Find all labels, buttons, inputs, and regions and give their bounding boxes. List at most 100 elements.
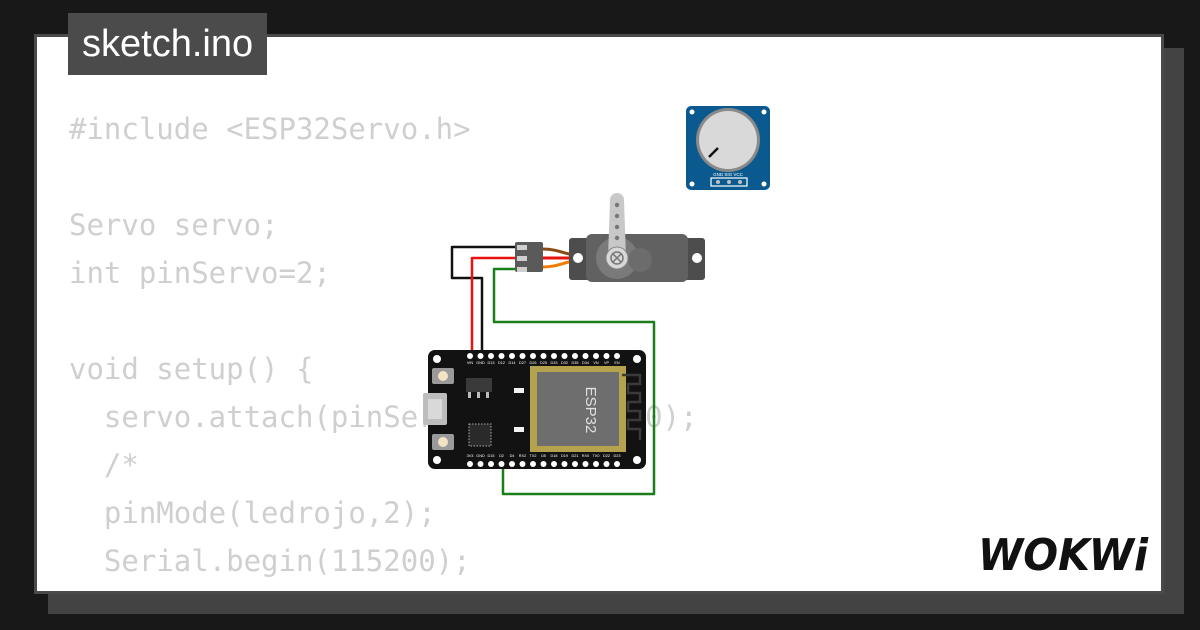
regulator-lead xyxy=(486,392,489,398)
file-tab[interactable]: sketch.ino xyxy=(68,13,268,75)
top-pin-d27[interactable] xyxy=(519,353,526,359)
esp32-mount-hole xyxy=(433,456,441,464)
pot-pin-label: GND SIG VCC xyxy=(713,172,744,177)
bottom-pin-rx2[interactable] xyxy=(519,461,526,467)
top-pin-label: D26 xyxy=(530,361,537,365)
pot-pin xyxy=(727,180,731,184)
esp32-antenna xyxy=(622,373,642,440)
code-line: Serial.begin(115200); xyxy=(69,544,471,578)
top-pin-vp[interactable] xyxy=(603,353,610,359)
wire-red[interactable] xyxy=(470,256,518,352)
bottom-pin-label: D23 xyxy=(614,454,621,458)
bottom-pin-d19[interactable] xyxy=(561,461,568,467)
top-pin-d14[interactable] xyxy=(509,353,515,359)
servo-screw-slot xyxy=(612,253,622,263)
pot-board-hole xyxy=(761,109,767,115)
bottom-pin-tx2[interactable] xyxy=(530,461,536,467)
preview-card: #include <ESP32Servo.h>Servo servo;int p… xyxy=(34,34,1164,594)
code-line: Servo servo; xyxy=(69,208,279,242)
top-pin-d33[interactable] xyxy=(551,353,557,359)
top-pin-label: D14 xyxy=(509,361,516,365)
wokwi-logo-text: WOKWi xyxy=(978,530,1149,576)
bottom-pin-d22[interactable] xyxy=(603,461,610,467)
top-pin-label: D12 xyxy=(498,361,505,365)
top-pin-row xyxy=(467,353,620,359)
potentiometer[interactable]: GND SIG VCC xyxy=(686,106,770,190)
code-line: void setup() { xyxy=(69,352,314,386)
bottom-pin-label: D22 xyxy=(603,454,610,458)
servo-gear-housing-small xyxy=(628,248,652,272)
top-pin-label: VIN xyxy=(467,361,474,365)
top-pin-label: VP xyxy=(604,361,610,365)
bottom-pin-row xyxy=(467,461,620,467)
top-pin-d25[interactable] xyxy=(540,353,547,359)
bottom-pin-label: D4 xyxy=(510,454,515,458)
top-pin-label: D25 xyxy=(540,361,547,365)
pot-pin xyxy=(716,180,720,184)
servo-connector-pin xyxy=(517,245,527,250)
smd-component xyxy=(514,388,524,393)
boot-button-cap xyxy=(438,371,448,381)
bottom-pin-label: D15 xyxy=(488,454,495,458)
bottom-pin-label: D19 xyxy=(561,454,568,458)
bottom-pin-label: TX2 xyxy=(530,454,537,458)
bottom-pin-3v3[interactable] xyxy=(467,461,473,467)
top-pin-d12[interactable] xyxy=(498,353,505,359)
bottom-pin-label: D18 xyxy=(551,454,558,458)
top-pin-label: VN xyxy=(593,361,599,365)
bottom-pin-label: RX0 xyxy=(582,454,589,458)
bottom-pin-label: D2 xyxy=(499,454,504,458)
bottom-pin-label: D21 xyxy=(572,454,579,458)
usb-uart-chip xyxy=(468,423,492,447)
bottom-pin-d23[interactable] xyxy=(614,461,620,467)
bottom-pin-rx0[interactable] xyxy=(582,461,589,467)
bottom-pin-d18[interactable] xyxy=(551,461,557,467)
esp32-mount-hole xyxy=(433,355,441,363)
bottom-pin-tx0[interactable] xyxy=(593,461,599,467)
top-pin-d32[interactable] xyxy=(561,353,568,359)
bottom-pin-d5[interactable] xyxy=(540,461,547,467)
wokwi-logo: WOKWi xyxy=(978,530,1149,576)
pot-board-hole xyxy=(689,181,695,187)
bottom-pin-label: D5 xyxy=(541,454,546,458)
bottom-pin-d4[interactable] xyxy=(509,461,515,467)
bottom-pin-d2[interactable] xyxy=(498,461,505,467)
top-pin-en[interactable] xyxy=(614,353,620,359)
top-pin-label: D13 xyxy=(488,361,495,365)
bottom-pin-gnd[interactable] xyxy=(477,461,484,467)
servo-mount-hole xyxy=(573,253,583,263)
wire-green[interactable] xyxy=(492,267,656,496)
top-pin-gnd[interactable] xyxy=(477,353,484,359)
wires xyxy=(450,245,656,496)
bottom-pin-label: GND xyxy=(476,454,485,458)
pot-knob xyxy=(699,111,757,169)
top-pin-d26[interactable] xyxy=(530,353,536,359)
servo-mount-hole xyxy=(692,253,702,263)
smd-component xyxy=(514,427,524,432)
bottom-pin-d15[interactable] xyxy=(488,461,494,467)
regulator-lead xyxy=(477,392,480,398)
usb-port-inner xyxy=(428,399,442,419)
wire-black[interactable] xyxy=(450,245,518,352)
pot-knob-indicator xyxy=(708,147,719,158)
top-pin-vin[interactable] xyxy=(467,353,473,359)
top-pin-vn[interactable] xyxy=(593,353,599,359)
bottom-pin-d21[interactable] xyxy=(572,461,578,467)
top-pin-d35[interactable] xyxy=(572,353,578,359)
pot-pin xyxy=(738,180,742,184)
top-pin-d13[interactable] xyxy=(488,353,494,359)
servo-connector-pin xyxy=(517,267,527,272)
servo-horn-hole xyxy=(614,224,620,230)
top-pin-d34[interactable] xyxy=(582,353,589,359)
esp32-module-shield xyxy=(537,372,619,446)
servo-screw-icon xyxy=(610,251,624,265)
en-button-cap xyxy=(438,437,448,447)
servo-horn-hole xyxy=(614,213,620,219)
bottom-pin-label: RX2 xyxy=(519,454,526,458)
pot-board-hole xyxy=(689,109,695,115)
servo-motor[interactable] xyxy=(515,193,705,282)
servo-connector-pin xyxy=(517,256,527,261)
